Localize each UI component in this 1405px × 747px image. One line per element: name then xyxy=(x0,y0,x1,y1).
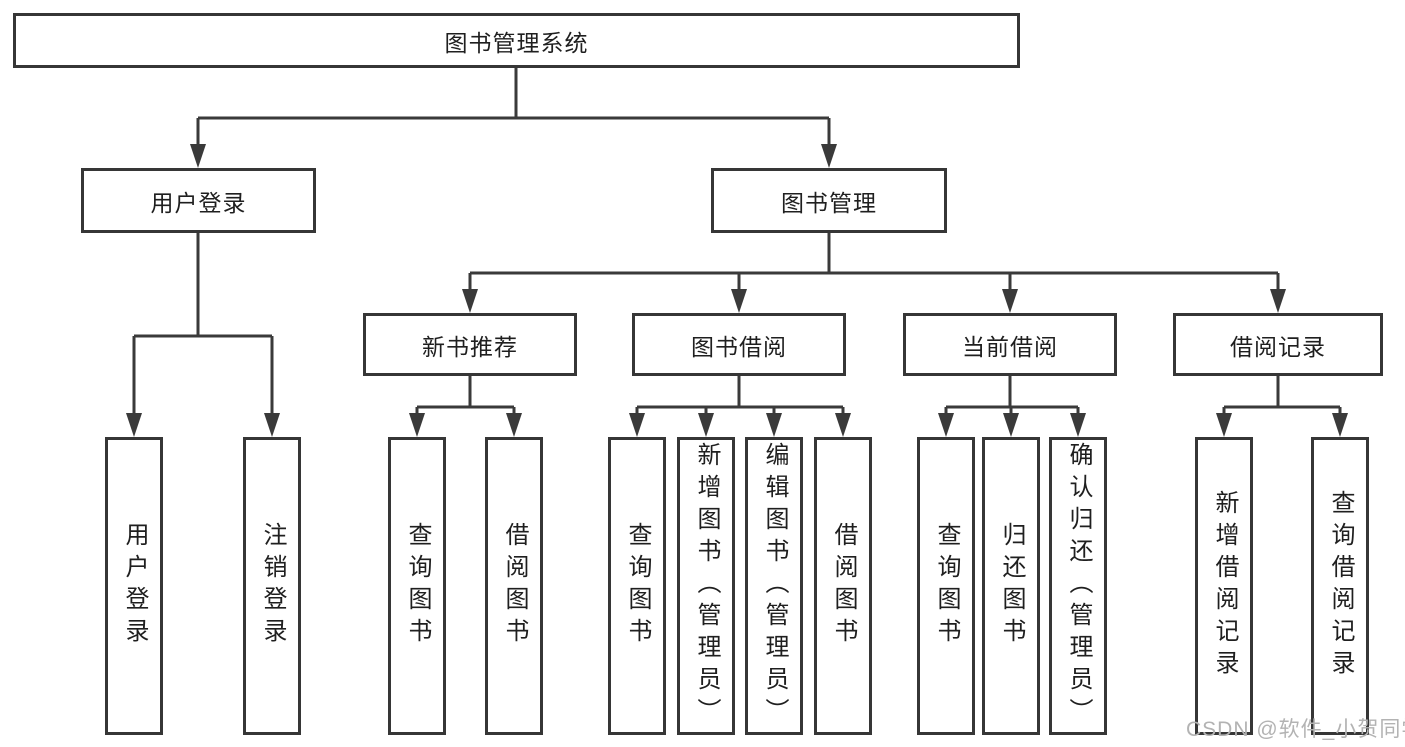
node-current-borrowing: 当前借阅 xyxy=(903,313,1117,376)
leaf-label: 确认归还（管理员） xyxy=(1065,442,1092,730)
leaf-label: 注销登录 xyxy=(259,522,286,650)
leaf-label: 借阅图书 xyxy=(501,522,528,650)
leaf-confirm-return-admin: 确认归还（管理员） xyxy=(1049,437,1107,735)
node-new-book-recommend: 新书推荐 xyxy=(363,313,577,376)
leaf-label: 借阅图书 xyxy=(830,522,857,650)
node-user-login: 用户登录 xyxy=(81,168,316,233)
leaf-borrow-books-recommend: 借阅图书 xyxy=(485,437,543,735)
leaf-edit-book-admin: 编辑图书（管理员） xyxy=(745,437,803,735)
leaf-label: 用户登录 xyxy=(121,522,148,650)
node-borrowing-records: 借阅记录 xyxy=(1173,313,1383,376)
leaf-add-book-admin: 新增图书（管理员） xyxy=(677,437,735,735)
leaf-label: 新增借阅记录 xyxy=(1211,490,1238,682)
node-book-borrowing: 图书借阅 xyxy=(632,313,846,376)
leaf-query-borrow-record: 查询借阅记录 xyxy=(1311,437,1369,735)
leaf-label: 查询借阅记录 xyxy=(1327,490,1354,682)
leaf-logout: 注销登录 xyxy=(243,437,301,735)
leaf-borrow-books-borrowing: 借阅图书 xyxy=(814,437,872,735)
leaf-query-books-recommend: 查询图书 xyxy=(388,437,446,735)
leaf-add-borrow-record: 新增借阅记录 xyxy=(1195,437,1253,735)
leaf-label: 新增图书（管理员） xyxy=(693,442,720,730)
csdn-watermark: CSDN @软件_小贺同学 xyxy=(1186,718,1405,741)
leaf-label: 查询图书 xyxy=(624,522,651,650)
leaf-query-books-current: 查询图书 xyxy=(917,437,975,735)
leaf-user-login: 用户登录 xyxy=(105,437,163,735)
leaf-label: 编辑图书（管理员） xyxy=(761,442,788,730)
node-library-system: 图书管理系统 xyxy=(13,13,1020,68)
leaf-query-books-borrowing: 查询图书 xyxy=(608,437,666,735)
leaf-return-book: 归还图书 xyxy=(982,437,1040,735)
leaf-label: 归还图书 xyxy=(998,522,1025,650)
leaf-label: 查询图书 xyxy=(404,522,431,650)
node-book-management: 图书管理 xyxy=(711,168,947,233)
leaf-label: 查询图书 xyxy=(933,522,960,650)
